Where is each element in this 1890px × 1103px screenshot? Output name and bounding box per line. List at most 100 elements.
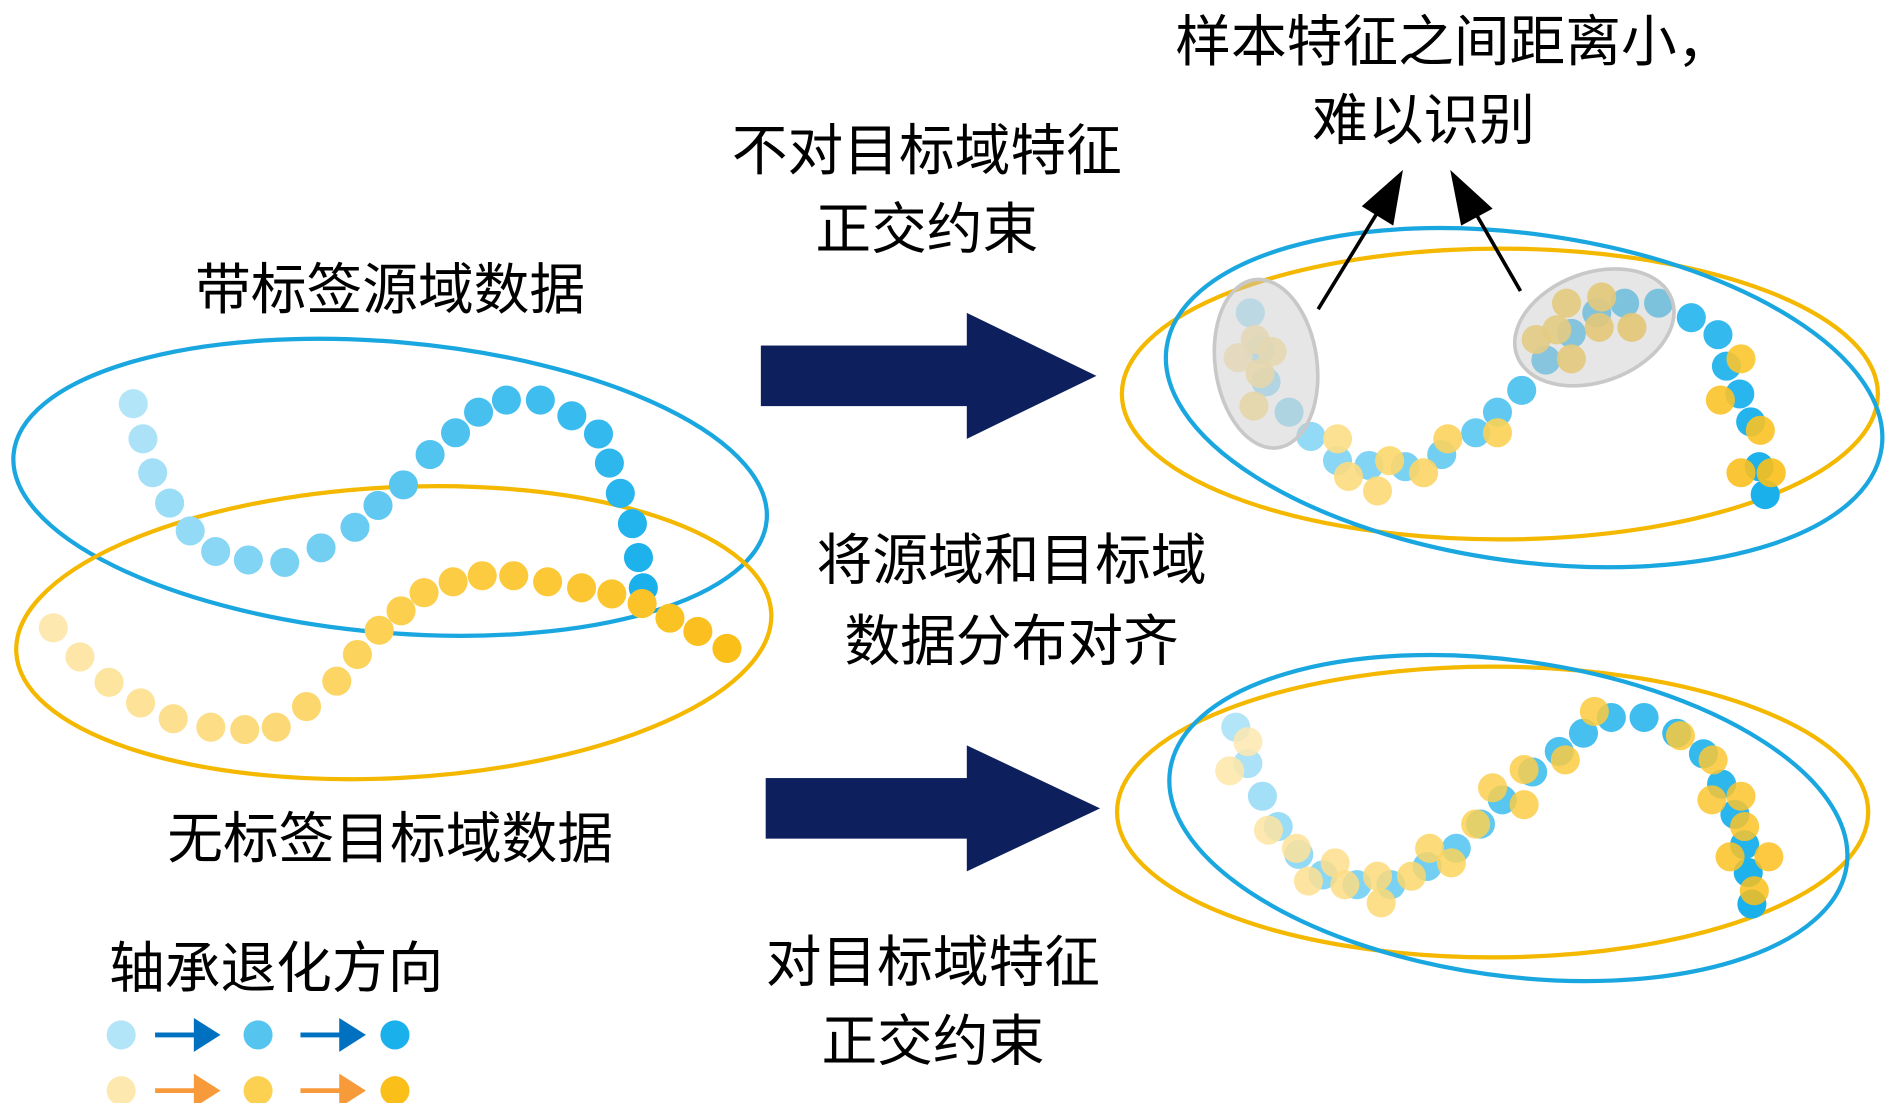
no-orth-label-line2: 正交约束 (815, 198, 1038, 263)
target-ellipse-left (14, 484, 774, 782)
target-sample-dot (655, 603, 685, 633)
target-feature-dot (1754, 842, 1784, 872)
target-sample-dot (158, 704, 188, 734)
target-sample-dot (322, 666, 352, 696)
target-feature-dot (1362, 476, 1393, 506)
source-sample-dot (617, 509, 647, 539)
target-feature-dot (1415, 833, 1445, 863)
source-sample-dot (155, 488, 185, 518)
target-feature-dot (1320, 848, 1350, 878)
legend-arrow-icon (155, 1017, 221, 1052)
no-orth-label-line1: 不对目标域特征 (732, 119, 1122, 184)
target-feature-dot (1257, 337, 1287, 367)
source-sample-dot (128, 424, 158, 454)
source-sample-dot (340, 512, 370, 542)
source-sample-dot (594, 448, 624, 478)
legend (106, 1017, 410, 1103)
target-feature-dot (1697, 785, 1727, 815)
target-feature-dot (1556, 344, 1586, 374)
target-sample-dot (261, 712, 291, 742)
target-feature-dot (1239, 391, 1269, 421)
source-feature-dot (1750, 480, 1780, 510)
target-feature-dot (1461, 809, 1491, 839)
source-sample-dot (306, 533, 336, 563)
target-sample-dot (627, 589, 657, 619)
source-feature-dot (1568, 718, 1599, 748)
legend-dot-yellow (106, 1076, 136, 1103)
target-feature-dot (1739, 876, 1769, 906)
source-feature-dot (1235, 298, 1265, 328)
target-sample-dot (499, 561, 529, 591)
target-feature-dot (1665, 721, 1695, 751)
source-sample-dot (233, 545, 263, 575)
target-sample-dot (409, 578, 439, 608)
target-feature-dot (1366, 888, 1396, 918)
legend-dot-yellow (243, 1076, 273, 1103)
source-feature-dot (1676, 303, 1706, 333)
target-sample-dot (291, 692, 322, 722)
target-sample-dot (364, 615, 394, 645)
big-arrow-top (760, 312, 1097, 439)
source-feature-dot (1629, 702, 1659, 733)
source-sample-dot (464, 397, 494, 427)
source-feature-dot (1644, 288, 1674, 318)
target-sample-dot (467, 561, 497, 591)
target-feature-dot (1745, 415, 1775, 445)
source-feature-dot (1482, 397, 1512, 427)
source-sample-dot (605, 478, 635, 508)
big-arrow-bottom (765, 745, 1101, 872)
target-sample-dot (567, 573, 597, 603)
align-label-line2: 数据分布对齐 (844, 610, 1178, 675)
source-feature-dot (1461, 418, 1491, 448)
target-sample-dot (196, 712, 226, 742)
target-feature-dot (1330, 870, 1360, 900)
target-feature-dot (1215, 756, 1245, 786)
source-sample-dot (441, 418, 471, 448)
target-feature-dot (1726, 344, 1756, 374)
align-label-line1: 将源域和目标域 (817, 528, 1207, 593)
target-feature-dot (1362, 861, 1393, 891)
source-sample-dot (557, 401, 587, 431)
cluster-highlight-right (1512, 267, 1676, 388)
target-feature-dot (1333, 461, 1363, 491)
target-feature-dot (1375, 446, 1405, 476)
target-ellipse-top-right (1119, 246, 1881, 542)
target-sample-dot (65, 642, 95, 672)
target-sample-dot (712, 633, 742, 663)
target-feature-dot (1617, 312, 1647, 342)
source-sample-dot (270, 547, 300, 577)
source-sample-dot (118, 389, 148, 419)
target-feature-dot (1293, 866, 1323, 896)
legend-dot-blue (380, 1020, 410, 1050)
target-ellipse-bottom-right (1114, 664, 1871, 960)
legend-dot-blue (243, 1020, 273, 1050)
orth-label-line2: 正交约束 (821, 1009, 1044, 1074)
target-sample-dot (438, 567, 468, 597)
target-sample-dot (342, 639, 372, 670)
target-feature-dot (1756, 458, 1786, 488)
source-sample-dot (138, 458, 168, 488)
target-feature-dot (1323, 424, 1353, 454)
legend-arrow-icon (300, 1017, 366, 1052)
source-feature-dot (1703, 320, 1733, 350)
problem-label-line2: 难以识别 (1312, 89, 1535, 154)
target-feature-dot (1542, 315, 1572, 345)
target-feature-dot (1587, 282, 1617, 312)
target-feature-dot (1730, 811, 1760, 842)
target-data-label: 无标签目标域数据 (167, 807, 613, 872)
target-feature-dot (1482, 418, 1512, 448)
target-feature-dot (1478, 773, 1508, 803)
source-sample-dot (388, 470, 418, 500)
source-sample-dot (363, 490, 393, 520)
target-sample-dot (94, 667, 124, 697)
target-sample-dot (126, 688, 156, 718)
source-feature-dot (1507, 375, 1537, 405)
problem-label-line1: 样本特征之间距离小， (1175, 10, 1732, 75)
target-feature-dot (1253, 815, 1284, 845)
target-feature-dot (1584, 312, 1614, 342)
legend-title: 轴承退化方向 (109, 937, 443, 1002)
legend-arrow-icon (155, 1073, 221, 1103)
source-data-label: 带标签源域数据 (195, 258, 585, 323)
target-sample-dot (533, 567, 563, 597)
